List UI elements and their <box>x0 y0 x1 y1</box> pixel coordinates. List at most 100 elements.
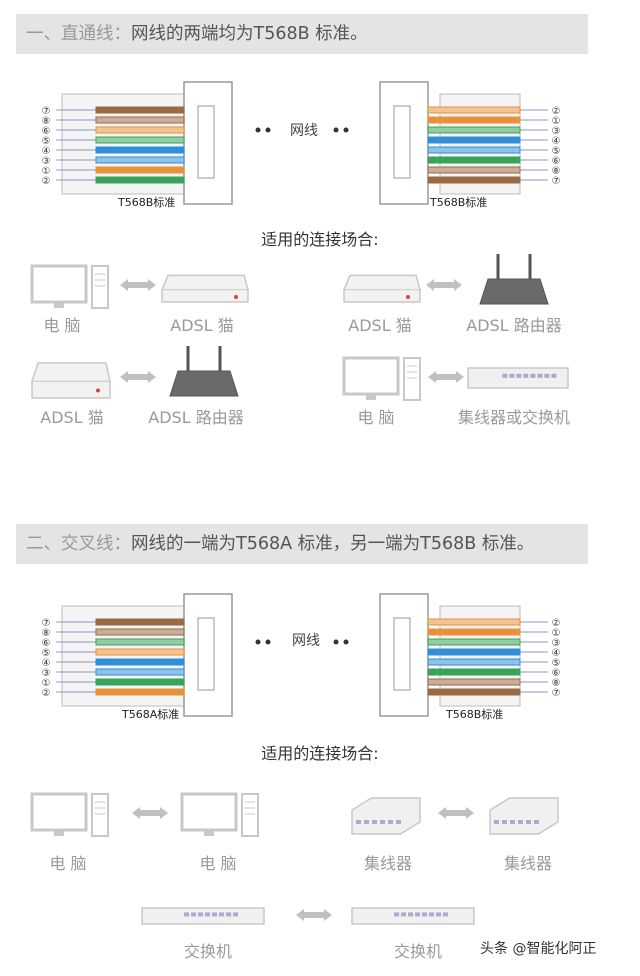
wire-left <box>95 176 185 184</box>
adsl-router-icon <box>479 254 549 305</box>
section2-banner: 二、交叉线：网线的一端为T568A 标准，另一端为T568B 标准。 <box>16 524 588 564</box>
wire-left-stripe <box>96 649 184 655</box>
pin-number-left: ④ <box>42 146 51 157</box>
wire-left <box>95 618 185 626</box>
section2-banner-number: 二、交叉线： <box>26 534 131 554</box>
wire-right-stripe <box>428 639 520 645</box>
switch-port <box>205 912 211 917</box>
section2-banner-text: 网线的一端为T568A 标准，另一端为T568B 标准。 <box>131 534 535 554</box>
switch-port <box>422 912 428 917</box>
wire-left <box>95 688 185 696</box>
pin-number-right: ③ <box>552 638 561 649</box>
adsl-modem-icon <box>31 362 111 399</box>
pin-number-right: ⑤ <box>552 146 561 157</box>
switch-port <box>408 912 414 917</box>
pin-number-right: ⑥ <box>552 668 561 679</box>
pin-number-right: ⑧ <box>552 166 561 177</box>
left-plug-latch <box>197 105 215 179</box>
section2-subtitle: 适用的连接场合: <box>261 744 379 763</box>
bidirectional-arrow-icon <box>426 279 462 291</box>
wire-right-stripe <box>428 127 520 133</box>
watermark: 头条 @智能化阿正 <box>480 941 597 957</box>
section1-banner: 一、直通线：网线的两端均为T568B 标准。 <box>16 14 588 54</box>
section1-left-connector-label: T568B标准 <box>118 196 176 209</box>
section1-banner-number: 一、直通线： <box>26 24 131 44</box>
wire-right-stripe <box>428 659 520 665</box>
wire-left <box>95 106 185 114</box>
switch-port <box>443 912 449 917</box>
switch-port <box>401 912 407 917</box>
switch-port <box>212 912 218 917</box>
switch-icon <box>141 907 265 925</box>
monitor-screen <box>180 792 238 832</box>
section2-pair1-left-label: 电 脑 <box>49 854 87 873</box>
adsl-router-icon <box>169 346 239 397</box>
adsl-modem-icon <box>343 274 421 303</box>
bidirectional-arrow-icon <box>120 371 156 383</box>
arrow-shape <box>120 371 156 383</box>
switch-port <box>551 373 557 378</box>
bidirectional-arrow-icon <box>296 909 332 921</box>
section1-pair1-right-label: ADSL 猫 <box>170 316 234 335</box>
switch-port <box>219 912 225 917</box>
adsl-modem-icon <box>161 274 249 303</box>
modem-led <box>234 295 238 299</box>
switch-port <box>530 373 536 378</box>
switch-port <box>233 912 239 917</box>
pin-number-left: ⑥ <box>42 638 51 649</box>
wire-right <box>427 688 521 696</box>
wire-left-stripe <box>96 127 184 133</box>
wire-right-stripe <box>428 619 520 625</box>
pin-number-right: ④ <box>552 136 561 147</box>
ellipsis-dot <box>333 639 339 645</box>
switch-port <box>394 912 400 917</box>
arrow-shape <box>296 909 332 921</box>
ellipsis-dot <box>255 639 261 645</box>
wire-right <box>427 156 521 164</box>
wire-right <box>427 668 521 676</box>
section1-banner-text: 网线的两端均为T568B 标准。 <box>131 24 368 44</box>
switch-port <box>429 912 435 917</box>
pin-number-right: ① <box>552 628 561 639</box>
pin-number-left: ⑧ <box>42 116 51 127</box>
computer-icon <box>30 792 109 837</box>
monitor-stand <box>366 394 376 400</box>
hub-body <box>489 797 559 835</box>
computer-icon <box>180 792 259 837</box>
ellipsis-dot <box>265 639 271 645</box>
switch-icon <box>351 907 475 925</box>
wire-left-stripe <box>96 157 184 163</box>
switch-port <box>502 373 508 378</box>
monitor-screen <box>30 792 88 832</box>
section2-cable-label: 网线 <box>292 633 320 649</box>
switch-port <box>198 912 204 917</box>
section1-pair3-left-label: ADSL 猫 <box>40 408 104 427</box>
pin-number-left: ⑤ <box>42 136 51 147</box>
hub-port <box>356 820 361 824</box>
left-plug-latch <box>197 617 215 691</box>
section1-pair1-left-label: 电 脑 <box>43 316 81 335</box>
switch-port <box>191 912 197 917</box>
pin-number-left: ⑤ <box>42 648 51 659</box>
section1-pair2-right-label: ADSL 路由器 <box>466 316 562 335</box>
ellipsis-dot <box>255 127 261 133</box>
wire-right <box>427 136 521 144</box>
pin-number-right: ① <box>552 116 561 127</box>
modem-led <box>96 388 100 393</box>
bidirectional-arrow-icon <box>438 807 474 819</box>
ellipsis-dot <box>333 127 339 133</box>
modem-body <box>31 362 111 399</box>
wire-right <box>427 116 521 124</box>
right-plug-latch <box>393 105 411 179</box>
bidirectional-arrow-icon <box>120 279 156 291</box>
hub-port <box>380 820 385 824</box>
pin-number-left: ① <box>42 678 51 689</box>
pin-number-left: ② <box>42 688 51 699</box>
hub-port <box>502 820 507 824</box>
arrow-shape <box>120 279 156 291</box>
hub-icon <box>489 797 559 835</box>
pin-number-right: ⑥ <box>552 156 561 167</box>
wire-left <box>95 146 185 154</box>
switch-port <box>415 912 421 917</box>
